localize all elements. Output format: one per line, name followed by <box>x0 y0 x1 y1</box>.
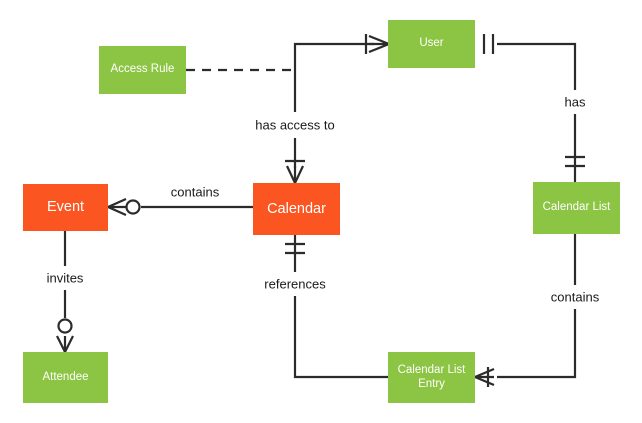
relationship-label-invites: invites <box>44 270 86 286</box>
entity-calendar-list[interactable]: Calendar List <box>533 182 620 234</box>
cardinality-one-or-many-calendar-list-entry-right <box>474 367 495 387</box>
entity-attendee-label: Attendee <box>42 370 89 383</box>
entity-user[interactable]: User <box>388 20 475 68</box>
relationship-label-contains-entry: contains <box>548 289 602 305</box>
relationship-label-references: references <box>262 276 328 292</box>
cardinality-zero-or-many-attendee-top <box>56 318 74 353</box>
entity-attendee[interactable]: Attendee <box>23 352 108 403</box>
entity-user-label: User <box>419 37 444 50</box>
connector-user-has-calendar-list-upper <box>497 42 577 90</box>
connector-calendar-list-contains-lower <box>497 309 577 379</box>
cardinality-one-or-many-calendar-top <box>285 159 305 184</box>
connector-calendar-references-path <box>293 296 388 379</box>
cardinality-one-and-only-one-calendar-bottom <box>285 242 305 255</box>
cardinality-one-or-many-user-side <box>364 34 390 54</box>
entity-event[interactable]: Event <box>23 184 108 231</box>
entity-access-rule-label: Access Rule <box>110 63 175 76</box>
entity-event-label: Event <box>46 199 85 216</box>
entity-access-rule[interactable]: Access Rule <box>99 46 186 94</box>
entity-calendar-list-entry-label: Calendar List Entry <box>397 364 466 390</box>
cardinality-one-and-only-one-calendar-list-top <box>565 155 585 168</box>
entity-calendar-label: Calendar <box>267 200 326 217</box>
entity-calendar[interactable]: Calendar <box>253 183 340 235</box>
entity-calendar-list-label: Calendar List <box>542 201 611 214</box>
cardinality-zero-or-many-event-side <box>107 197 141 217</box>
connector-user-has-access-to-calendar <box>293 42 374 112</box>
relationship-label-contains-event: contains <box>168 184 222 200</box>
relationship-label-has: has <box>562 94 588 110</box>
relationship-label-has-access-to: has access to <box>253 117 337 133</box>
cardinality-one-and-only-one-user-right <box>482 34 495 54</box>
entity-calendar-list-entry[interactable]: Calendar List Entry <box>388 352 475 403</box>
